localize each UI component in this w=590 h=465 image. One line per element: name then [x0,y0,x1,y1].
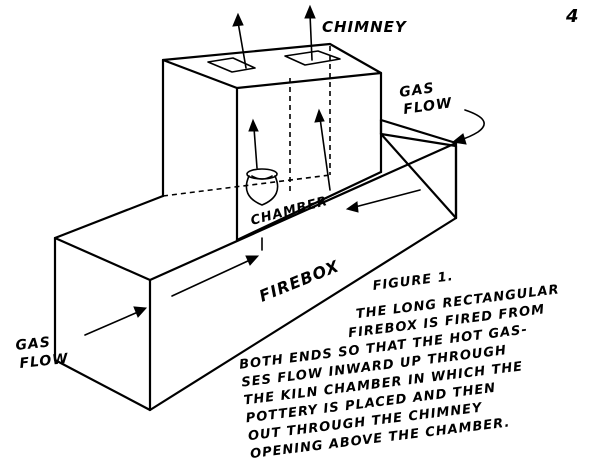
gas-flow-left-label-line1: GAS [15,334,52,354]
chamber-top-face [161,42,383,90]
gas-flow-left-label-line2: FLOW [19,351,70,372]
chimney-opening-right [284,50,341,66]
caption-title: FIGURE 1. [372,269,455,294]
gas-flow-top-label-line2: FLOW [402,95,453,118]
chimney-up-arrow-right [304,4,316,61]
firebox-left-end [53,236,152,412]
gas-flow-inlet-arrow-left [84,306,148,336]
firebox [53,118,458,412]
page-mark: 4 [565,6,580,27]
chimney-opening-left [207,57,256,73]
chamber-label: CHAMBER [249,194,329,229]
firebox-flow-arrow-left [171,255,260,297]
chamber-up-arrow-left [248,118,259,169]
chamber-up-arrow-right [314,108,331,191]
firebox-flow-arrow-right [345,189,421,213]
chimney-label: CHIMNEY [322,18,408,36]
pottery-icon [245,168,279,206]
gas-flow-inlet-arrow-right [451,109,485,145]
gas-flow-top-label-line1: GAS [398,80,435,101]
chamber-box [161,42,383,242]
firebox-right-top [379,132,458,220]
chimney-up-arrow-left [232,12,247,69]
